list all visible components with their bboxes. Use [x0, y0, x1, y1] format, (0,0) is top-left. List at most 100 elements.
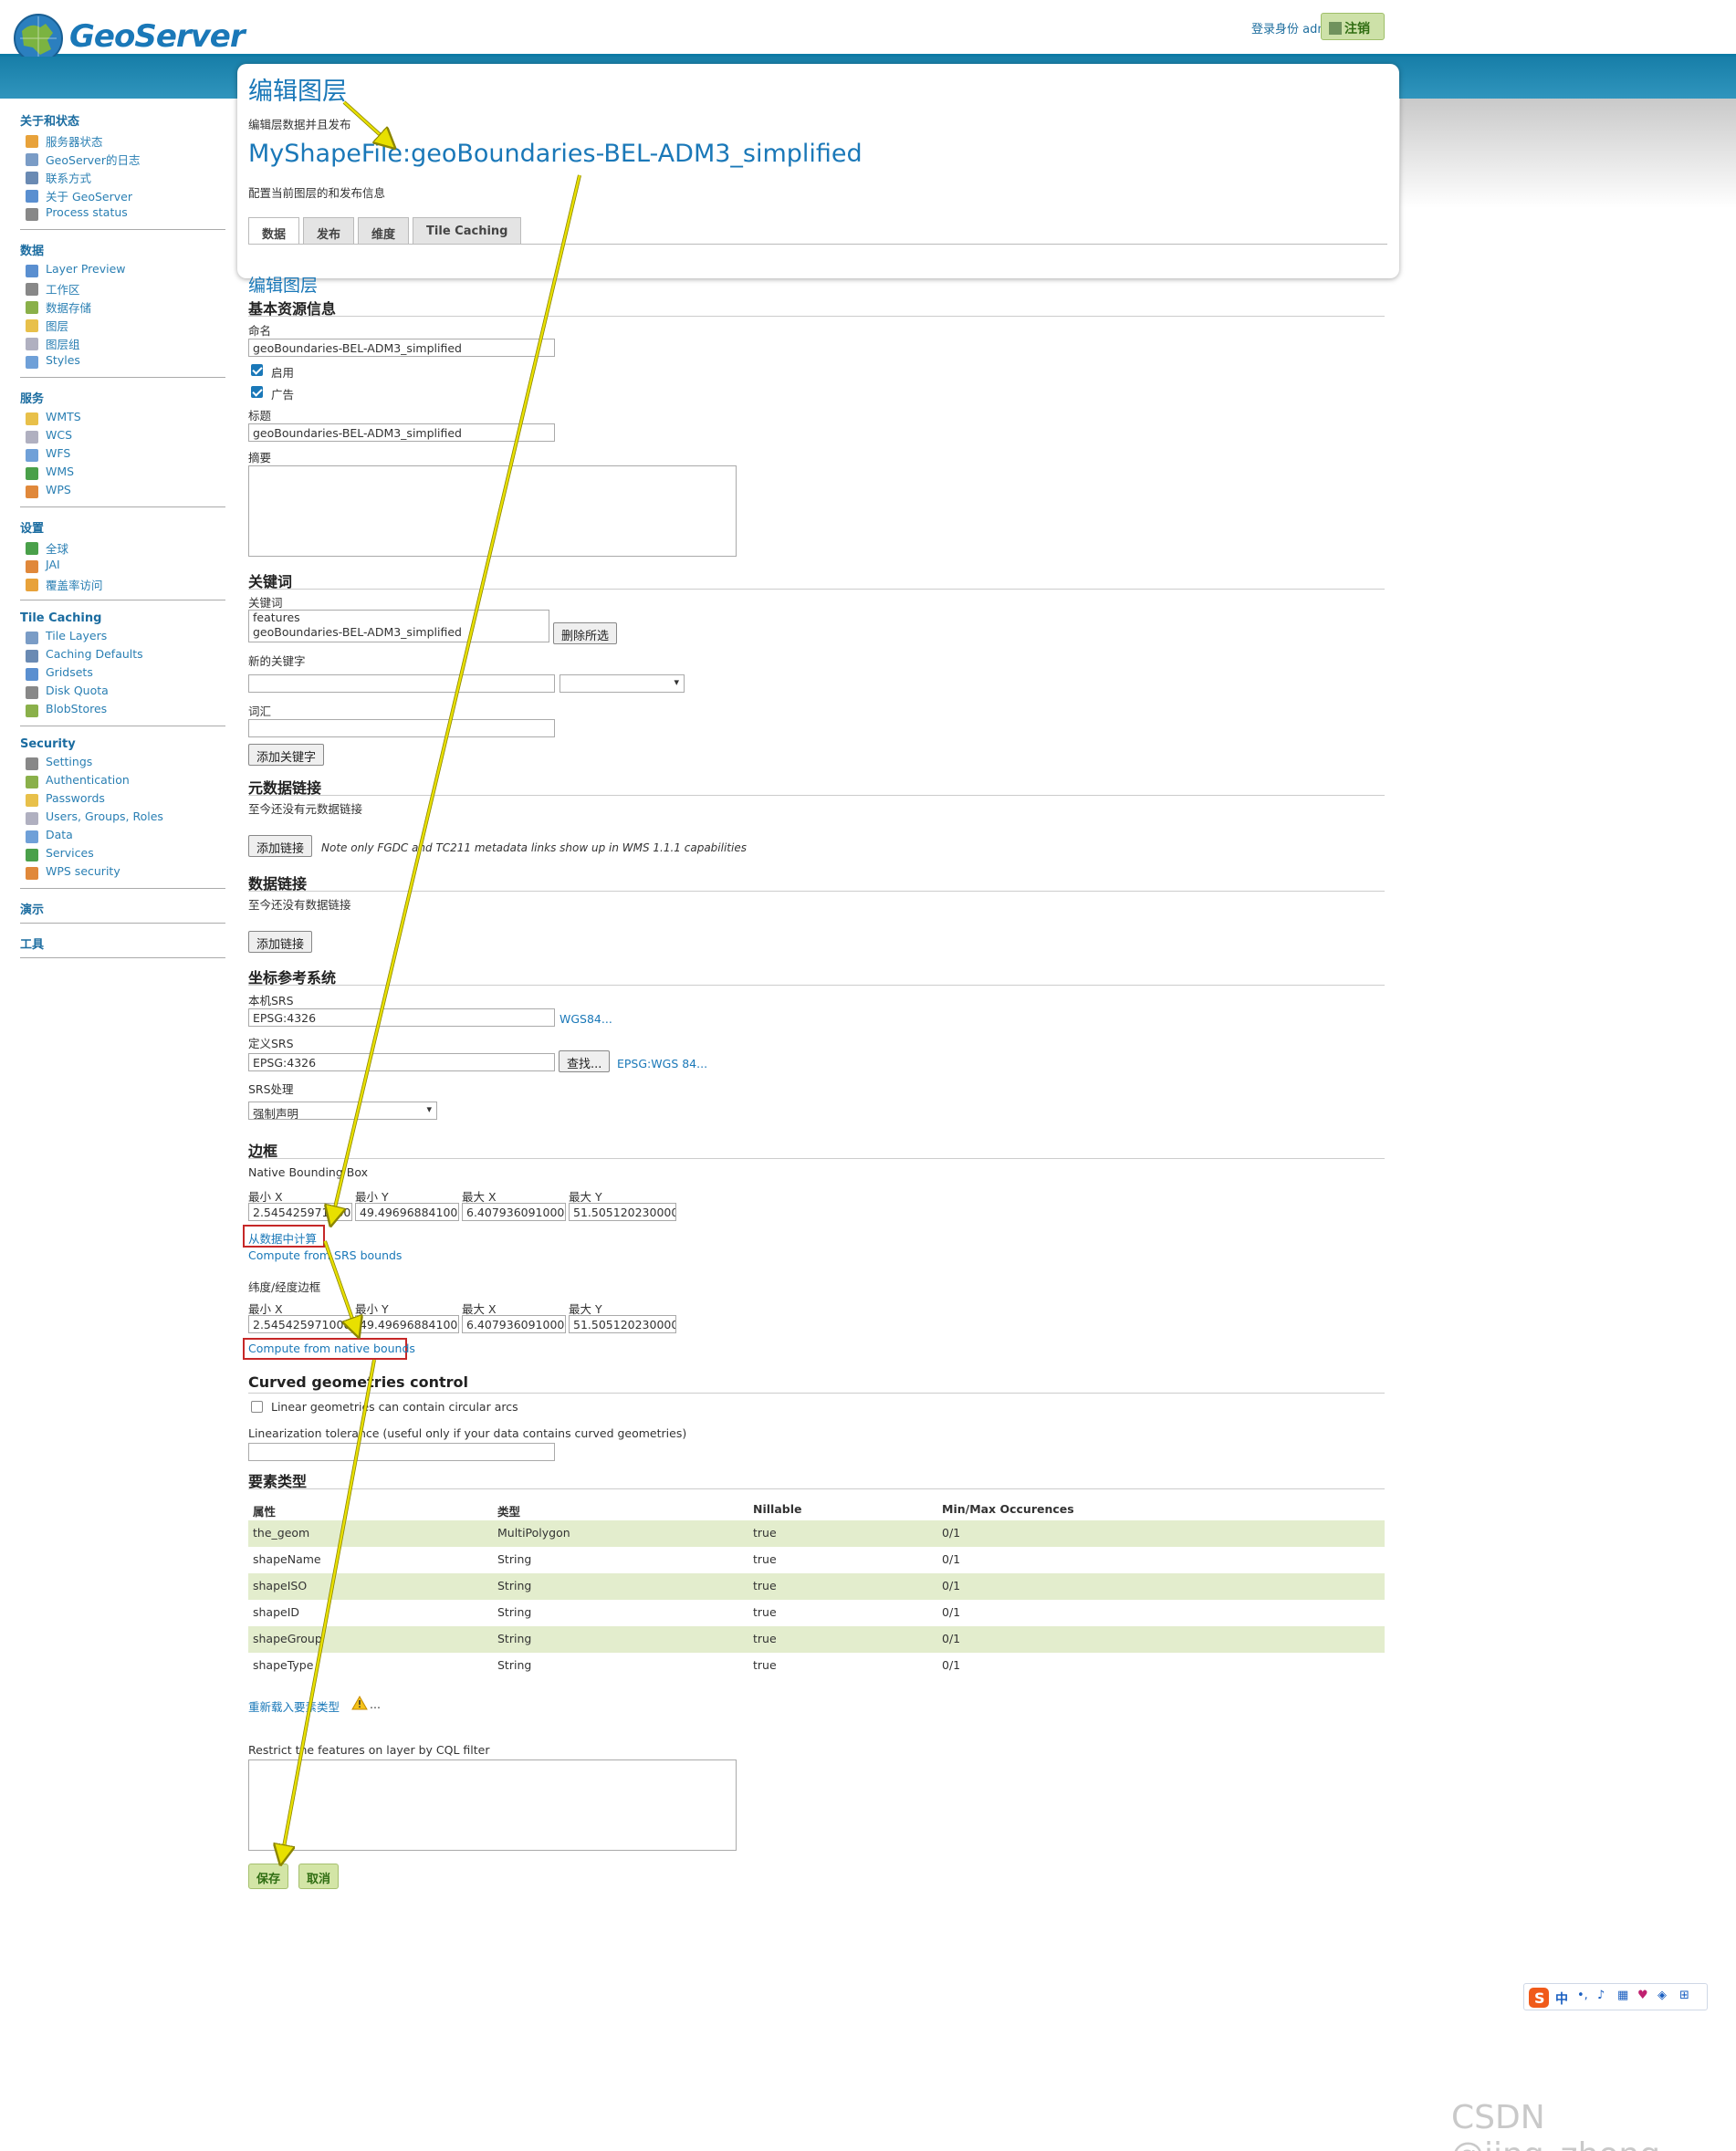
table-cell: 0/1	[942, 1552, 961, 1566]
microphone-icon[interactable]: ♪	[1597, 1989, 1605, 2002]
sidebar-item[interactable]: WPS	[20, 483, 225, 501]
tab-data[interactable]: 数据	[248, 217, 300, 245]
cancel-button[interactable]: 取消	[298, 1864, 340, 1889]
sidebar-item[interactable]: 图层组	[20, 335, 225, 353]
tab-dimensions[interactable]: 维度	[358, 217, 410, 245]
sidebar-item[interactable]: Passwords	[20, 791, 225, 809]
native-maxy-input[interactable]: 51.5051202300000	[569, 1203, 676, 1221]
sidebar-item[interactable]: Tile Layers	[20, 629, 225, 647]
latlon-minx-input[interactable]: 2.54542597100004	[248, 1315, 352, 1333]
sidebar-item[interactable]: 图层	[20, 317, 225, 335]
compute-from-data-link[interactable]: 从数据中计算	[248, 1232, 318, 1246]
sidebar-item[interactable]: GeoServer的日志	[20, 151, 225, 169]
keyword-language-select[interactable]: ▾	[559, 674, 685, 693]
remove-selected-button[interactable]: 删除所选	[553, 622, 618, 644]
sidebar-item[interactable]: Process status	[20, 205, 225, 224]
find-srs-button[interactable]: 查找...	[559, 1050, 611, 1072]
table-cell: true	[753, 1526, 777, 1540]
sidebar-item[interactable]: 数据存储	[20, 298, 225, 317]
sidebar-item[interactable]: WMS	[20, 465, 225, 483]
sidebar-item[interactable]: Caching Defaults	[20, 647, 225, 665]
compute-from-native-link[interactable]: Compute from native bounds	[248, 1342, 415, 1355]
sidebar-item[interactable]: Data	[20, 828, 225, 846]
keyword-item[interactable]: geoBoundaries-BEL-ADM3_simplified	[253, 625, 462, 639]
sidebar-item-label: WMTS	[46, 410, 81, 423]
keyword-item[interactable]: features	[253, 611, 300, 624]
tab-publishing[interactable]: 发布	[303, 217, 355, 245]
native-srs-input[interactable]: EPSG:4326	[248, 1008, 555, 1027]
save-button[interactable]: 保存	[248, 1864, 289, 1889]
sidebar-item[interactable]: Services	[20, 846, 225, 864]
native-srs-link[interactable]: WGS84...	[559, 1012, 612, 1026]
table-cell: true	[753, 1605, 777, 1619]
srs-handling-select[interactable]: 强制声明▾	[248, 1102, 437, 1120]
keywords-list[interactable]: features geoBoundaries-BEL-ADM3_simplifi…	[248, 610, 549, 642]
sidebar-item[interactable]: WCS	[20, 428, 225, 446]
sidebar-item[interactable]: Disk Quota	[20, 684, 225, 702]
watermark: CSDN @jing_zhong	[1451, 2099, 1660, 2151]
sidebar-item[interactable]: 服务器状态	[20, 132, 225, 151]
advertised-checkbox[interactable]	[251, 386, 263, 398]
linearization-input[interactable]	[248, 1443, 555, 1461]
sidebar-item[interactable]: WMTS	[20, 410, 225, 428]
reload-feature-type-link[interactable]: 重新载入要素类型	[248, 1700, 340, 1714]
sidebar-item[interactable]: BlobStores	[20, 702, 225, 720]
skin-icon[interactable]: ♥	[1637, 1989, 1648, 2002]
keyboard-icon[interactable]: ▦	[1617, 1989, 1629, 2002]
sidebar-item-icon	[26, 686, 38, 699]
sidebar-section-title: 服务	[20, 392, 45, 406]
punctuation-icon[interactable]: •,	[1577, 1989, 1588, 2002]
declared-srs-link[interactable]: EPSG:WGS 84...	[617, 1057, 708, 1070]
ime-mode-label[interactable]: 中	[1555, 1992, 1568, 2007]
vocabulary-input[interactable]	[248, 719, 555, 737]
sidebar-item[interactable]: Authentication	[20, 773, 225, 791]
grid-menu-icon[interactable]: ⊞	[1679, 1989, 1689, 2002]
logout-button[interactable]: 注销	[1321, 13, 1385, 40]
native-maxx-input[interactable]: 6.40793609100006	[462, 1203, 566, 1221]
sidebar-section-title: Security	[20, 737, 76, 751]
add-data-link-button[interactable]: 添加链接	[248, 931, 313, 953]
add-keyword-button[interactable]: 添加关键字	[248, 744, 325, 766]
sidebar-item[interactable]: WPS security	[20, 864, 225, 882]
sidebar-item[interactable]: 工作区	[20, 280, 225, 298]
ime-toolbar[interactable]: S 中 •, ♪ ▦ ♥ ◈ ⊞	[1523, 1983, 1708, 2010]
column-header: 类型	[497, 1505, 521, 1519]
sidebar-item[interactable]: 覆盖率访问	[20, 576, 225, 594]
new-keyword-input[interactable]	[248, 674, 555, 693]
sidebar-item[interactable]: Settings	[20, 755, 225, 773]
native-miny-input[interactable]: 49.4969688410000	[355, 1203, 459, 1221]
sidebar-item-icon	[26, 776, 38, 788]
game-icon[interactable]: ◈	[1658, 1989, 1667, 2002]
sidebar-item[interactable]: 全球	[20, 539, 225, 558]
sidebar-item[interactable]: Gridsets	[20, 665, 225, 684]
column-header: 属性	[253, 1505, 277, 1519]
compute-from-srs-link[interactable]: Compute from SRS bounds	[248, 1248, 403, 1262]
crs-heading: 坐标参考系统	[248, 969, 337, 987]
sidebar-item[interactable]: 关于 GeoServer	[20, 187, 225, 205]
page-subtitle: 编辑层数据并且发布	[248, 118, 351, 131]
sidebar-item[interactable]: JAI	[20, 558, 225, 576]
latlon-maxy-input[interactable]: 51.5051202300000	[569, 1315, 676, 1333]
abstract-textarea[interactable]	[248, 465, 737, 557]
sidebar-item[interactable]: Styles	[20, 353, 225, 371]
sidebar-item[interactable]: WFS	[20, 446, 225, 465]
basic-info-heading: 基本资源信息	[248, 300, 337, 318]
cql-filter-textarea[interactable]	[248, 1759, 737, 1851]
tab-tile-caching[interactable]: Tile Caching	[413, 217, 522, 245]
sidebar-item[interactable]: Users, Groups, Roles	[20, 809, 225, 828]
sidebar-item-icon	[26, 830, 38, 843]
sidebar-section-title: 数据	[20, 245, 45, 258]
circular-arcs-checkbox[interactable]	[251, 1401, 263, 1413]
latlon-maxx-input[interactable]: 6.40793609100006	[462, 1315, 566, 1333]
sidebar-item[interactable]: 联系方式	[20, 169, 225, 187]
title-input[interactable]: geoBoundaries-BEL-ADM3_simplified	[248, 423, 555, 442]
sidebar-item-icon	[26, 849, 38, 861]
sidebar-section-title: 关于和状态	[20, 115, 80, 129]
add-metadata-link-button[interactable]: 添加链接	[248, 835, 313, 857]
latlon-miny-input[interactable]: 49.4969688410000	[355, 1315, 459, 1333]
geoserver-logo-icon[interactable]	[13, 13, 64, 64]
name-input[interactable]: geoBoundaries-BEL-ADM3_simplified	[248, 339, 555, 357]
declared-srs-input[interactable]: EPSG:4326	[248, 1053, 555, 1071]
sidebar-item[interactable]: Layer Preview	[20, 262, 225, 280]
enabled-checkbox[interactable]	[251, 364, 263, 376]
